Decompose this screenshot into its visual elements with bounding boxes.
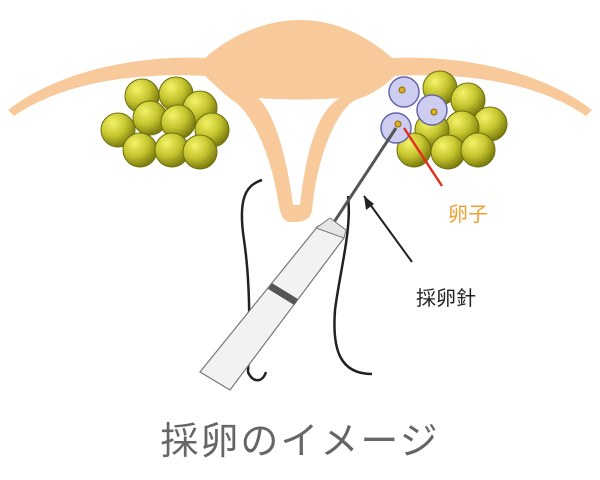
needle-pointer-arrowhead — [364, 196, 374, 210]
egg-nuclei — [394, 86, 438, 128]
aspiration-needle — [199, 127, 398, 391]
caption-text: 採卵のイメージ — [160, 419, 440, 463]
egg-pointer-line — [402, 127, 444, 187]
needle-pointer-line — [363, 195, 413, 263]
needle-label: 採卵針 — [416, 286, 476, 310]
left-ovary-follicles — [100, 76, 230, 170]
uterus-shape — [8, 20, 592, 222]
vaginal-canal-outline — [240, 178, 373, 382]
egg-label: 卵子 — [448, 202, 488, 226]
